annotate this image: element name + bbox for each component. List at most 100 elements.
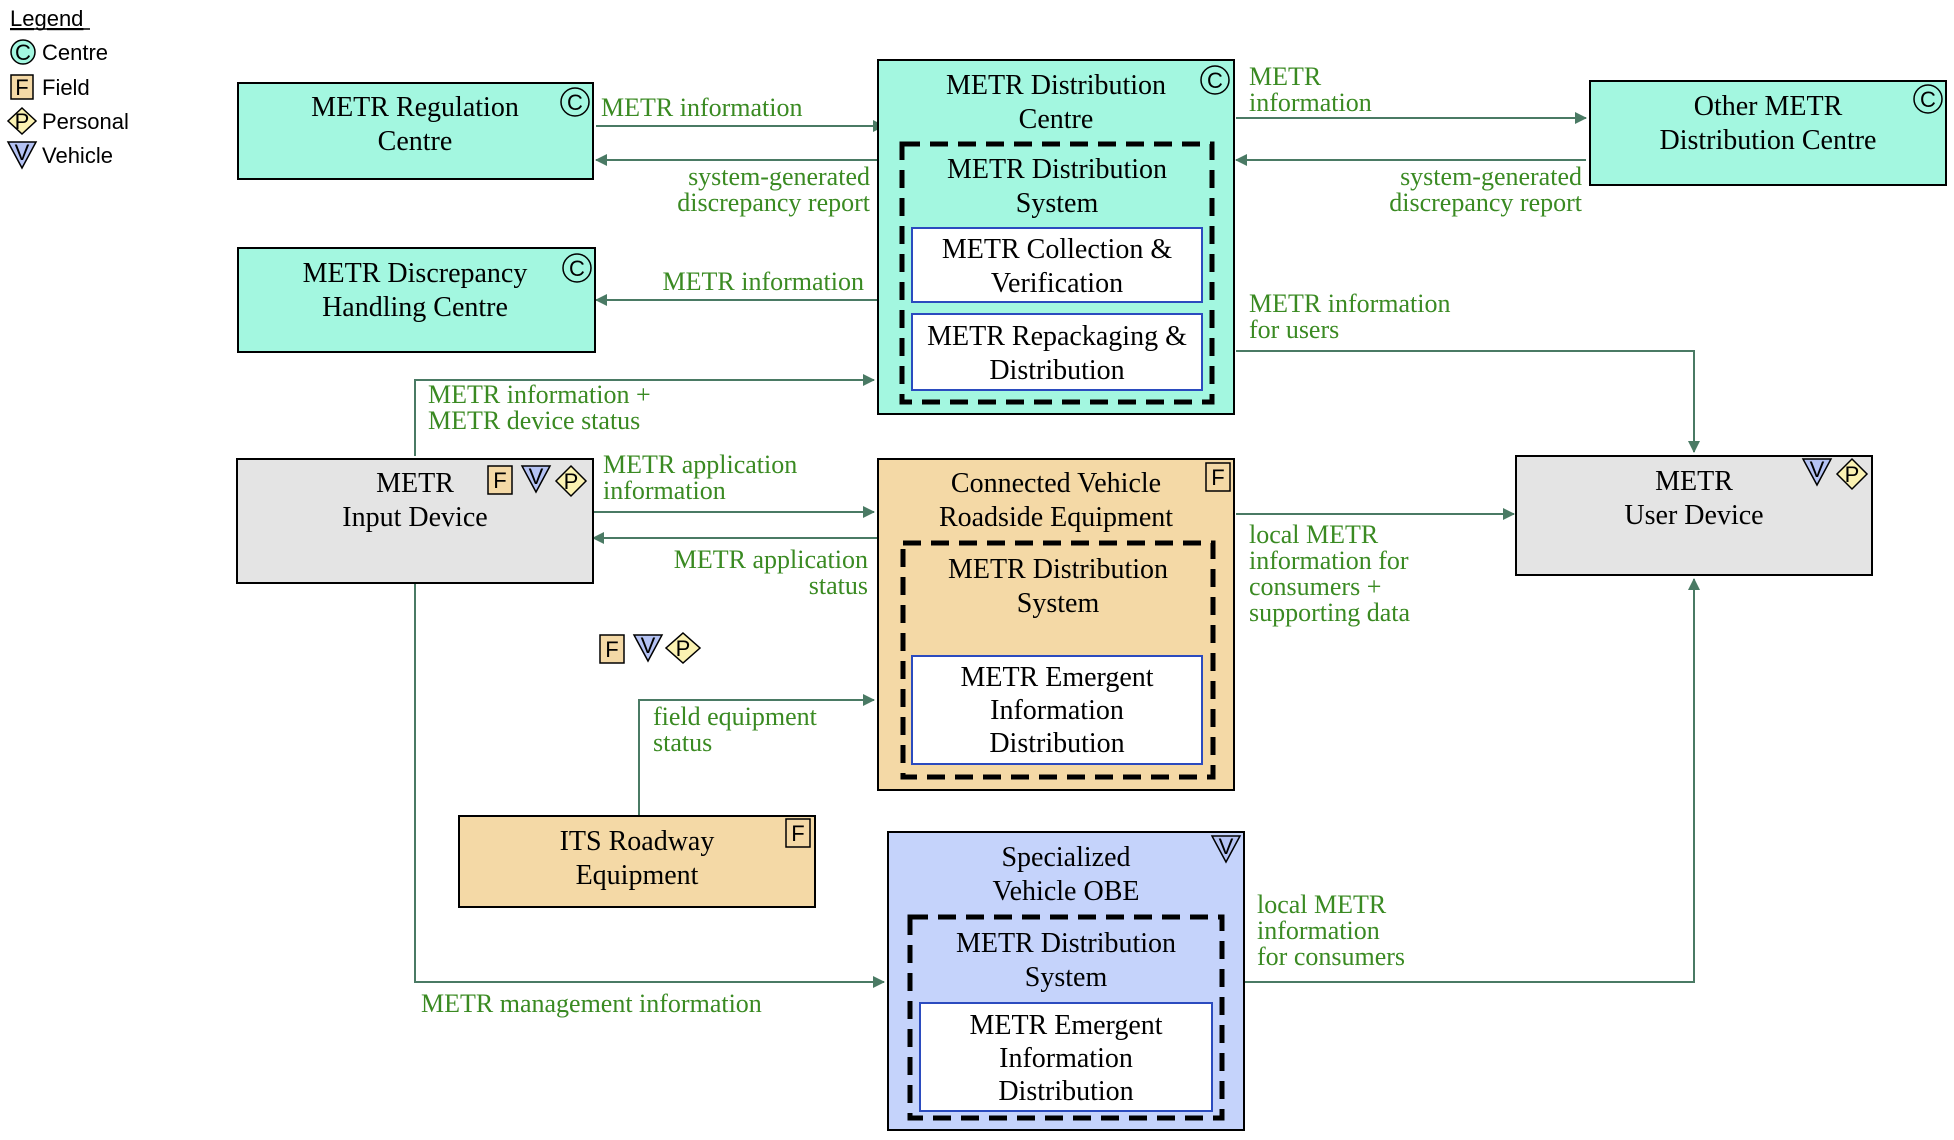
flow-label-other-to-dist-line1: system-generated [1400,162,1582,191]
svg-text:METR Repackaging &: METR Repackaging & [927,321,1187,352]
regulation-title-line1: METR Regulation [311,92,519,123]
flow-label-rse-to-input-line1: METR application [674,545,868,574]
svg-text:C: C [15,40,31,65]
obe-module-emergent-information [919,1002,1213,1112]
personal-badge-icon [6,106,38,136]
flow-label-dist-to-user-line1: METR information [1249,289,1450,318]
distribution-system-boundary [899,141,1215,405]
svg-text:METR Distribution: METR Distribution [956,928,1176,959]
box-user-device: METR User Device V P [1515,455,1873,576]
svg-text:C: C [567,90,583,115]
module-collection-verification [911,227,1203,303]
box-its-roadway-equipment: ITS Roadway Equipment F [458,815,816,908]
flow-arrow-dist-to-user [1236,350,1700,453]
module-repackaging-distribution [911,313,1203,391]
obe-title-line1: Specialized [1001,842,1130,873]
regulation-title-line2: Centre [378,126,453,157]
svg-text:F: F [493,468,506,493]
box-specialized-vehicle-obe: Specialized Vehicle OBE V METR Distribut… [887,831,1245,1131]
flow-label-rse-to-user-line1: local METR [1249,520,1379,549]
svg-text:V: V [1219,834,1234,859]
distribution-system-title-line2: System [1016,188,1099,219]
svg-text:V: V [529,464,544,489]
flow-label-dist-to-other-line2: information [1249,88,1372,117]
flow-label-dist-to-other-line1: METR [1249,62,1322,91]
flow-label-rse-to-user-line3: consumers + [1249,572,1381,601]
svg-text:P: P [15,109,30,134]
svg-text:P: P [1845,462,1860,487]
flow-lines [414,112,1700,988]
legend-title: Legend [10,6,83,31]
flow-label-input-to-dist-line1: METR information + [428,380,651,409]
flow-label-rse-to-user-line2: information for [1249,546,1409,575]
svg-text:METR Emergent: METR Emergent [960,662,1153,693]
field-badge-icon [10,74,34,100]
vehicle-badge-icon [6,141,38,170]
flow-label-dist-to-reg-line2: discrepancy report [677,188,871,217]
legend-label-vehicle: Vehicle [42,143,113,168]
flow-label-dist-to-disc: METR information [663,267,864,296]
legend-item-centre: C Centre [10,39,108,65]
field-badge-icon [785,818,811,848]
svg-text:System: System [1017,588,1100,619]
vehicle-badge-icon [632,634,664,663]
rse-distribution-system-boundary [900,540,1216,780]
legend-item-vehicle: V Vehicle [6,140,113,170]
flow-label-dist-to-user-line2: for users [1249,315,1339,344]
svg-text:System: System [1025,962,1108,993]
svg-text:V: V [15,140,30,165]
rse-module-emergent-information [911,655,1203,765]
box-discrepancy-centre: METR Discrepancy Handling Centre C [237,247,596,353]
discrepancy-title-line2: Handling Centre [322,292,508,323]
personal-badge-icon [1835,457,1869,491]
flow-label-roadway-to-rse-line2: status [653,728,712,757]
field-badge-icon [1205,462,1231,492]
flow-label-reg-to-dist: METR information [601,93,802,122]
flow-label-input-to-rse-line2: information [603,476,726,505]
svg-text:Information: Information [990,695,1124,726]
svg-text:V: V [1810,457,1825,482]
legend-item-field: F Field [10,74,90,100]
svg-text:F: F [15,75,28,100]
centre-badge-icon [562,253,592,283]
flow-label-obe-to-user-line3: for consumers [1257,942,1405,971]
box-regulation-centre: METR Regulation Centre C [237,82,594,180]
flow-label-obe-to-user-line2: information [1257,916,1380,945]
centre-badge-icon [1200,65,1230,95]
legend-item-personal: P Personal [6,106,129,136]
svg-text:Distribution: Distribution [989,355,1124,386]
distribution-centre-title-line2: Centre [1019,104,1094,135]
svg-text:Distribution: Distribution [989,728,1124,759]
flow-label-rse-to-user-line4: supporting data [1249,598,1410,627]
other-centre-title-line2: Distribution Centre [1660,125,1877,156]
svg-text:METR Emergent: METR Emergent [969,1010,1162,1041]
flow-label-obe-to-user-line1: local METR [1257,890,1387,919]
svg-text:METR Collection &: METR Collection & [942,234,1172,265]
svg-text:Verification: Verification [991,268,1123,299]
centre-badge-icon [10,39,36,65]
distribution-system-title-line1: METR Distribution [947,154,1167,185]
flow-arrow-roadway-to-rse [638,694,875,816]
svg-text:C: C [569,256,585,281]
flow-arrow-obe-to-user [1244,578,1700,983]
svg-text:V: V [641,633,656,658]
svg-text:F: F [1211,465,1224,490]
user-device-title-line2: User Device [1624,500,1763,531]
box-other-distribution-centre: Other METR Distribution Centre C [1589,80,1947,186]
svg-text:Distribution: Distribution [998,1076,1133,1107]
svg-text:C: C [1920,87,1936,112]
discrepancy-title-line1: METR Discrepancy [303,258,528,289]
vehicle-badge-icon [520,465,552,494]
legend-label-centre: Centre [42,40,108,65]
centre-badge-icon [1913,84,1943,114]
other-centre-title-line1: Other METR [1694,91,1843,122]
obe-title-line2: Vehicle OBE [993,876,1140,907]
distribution-centre-title-line1: METR Distribution [946,70,1166,101]
flow-label-roadway-to-rse-line1: field equipment [653,702,818,731]
its-roadway-title-line2: Equipment [576,860,699,891]
flow-label-dist-to-reg-line1: system-generated [688,162,870,191]
svg-text:Information: Information [999,1043,1133,1074]
flow-arrow-input-to-obe [414,583,885,988]
svg-text:P: P [676,636,691,661]
